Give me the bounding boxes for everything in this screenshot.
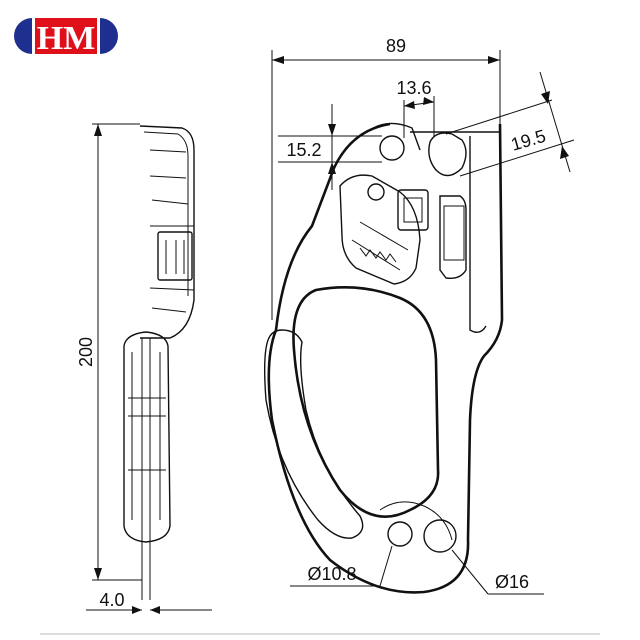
side-view bbox=[123, 125, 195, 600]
hole-large-dimension: Ø16 bbox=[451, 549, 544, 595]
slot-width-label: 13.6 bbox=[396, 78, 431, 98]
hole-small-dimension: Ø10.8 bbox=[290, 545, 393, 587]
slot-width-dimension: 13.6 bbox=[396, 78, 435, 138]
hole-large-label: Ø16 bbox=[495, 572, 529, 592]
brand-logo: HM bbox=[14, 18, 118, 57]
width-dimension: 89 bbox=[271, 36, 501, 320]
slot-height-dimension: 15.2 bbox=[278, 104, 382, 190]
hole-small-label: Ø10.8 bbox=[307, 564, 356, 584]
thickness-dimension: 4.0 bbox=[86, 590, 212, 614]
height-dimension: 200 bbox=[76, 123, 142, 581]
slot-height-label: 15.2 bbox=[286, 140, 321, 160]
slot-offset-dimension: 19.5 bbox=[445, 71, 575, 177]
logo-text: HM bbox=[37, 20, 96, 57]
front-view bbox=[263, 122, 504, 594]
width-label: 89 bbox=[386, 36, 406, 56]
thickness-label: 4.0 bbox=[99, 590, 124, 610]
height-label: 200 bbox=[76, 337, 96, 367]
